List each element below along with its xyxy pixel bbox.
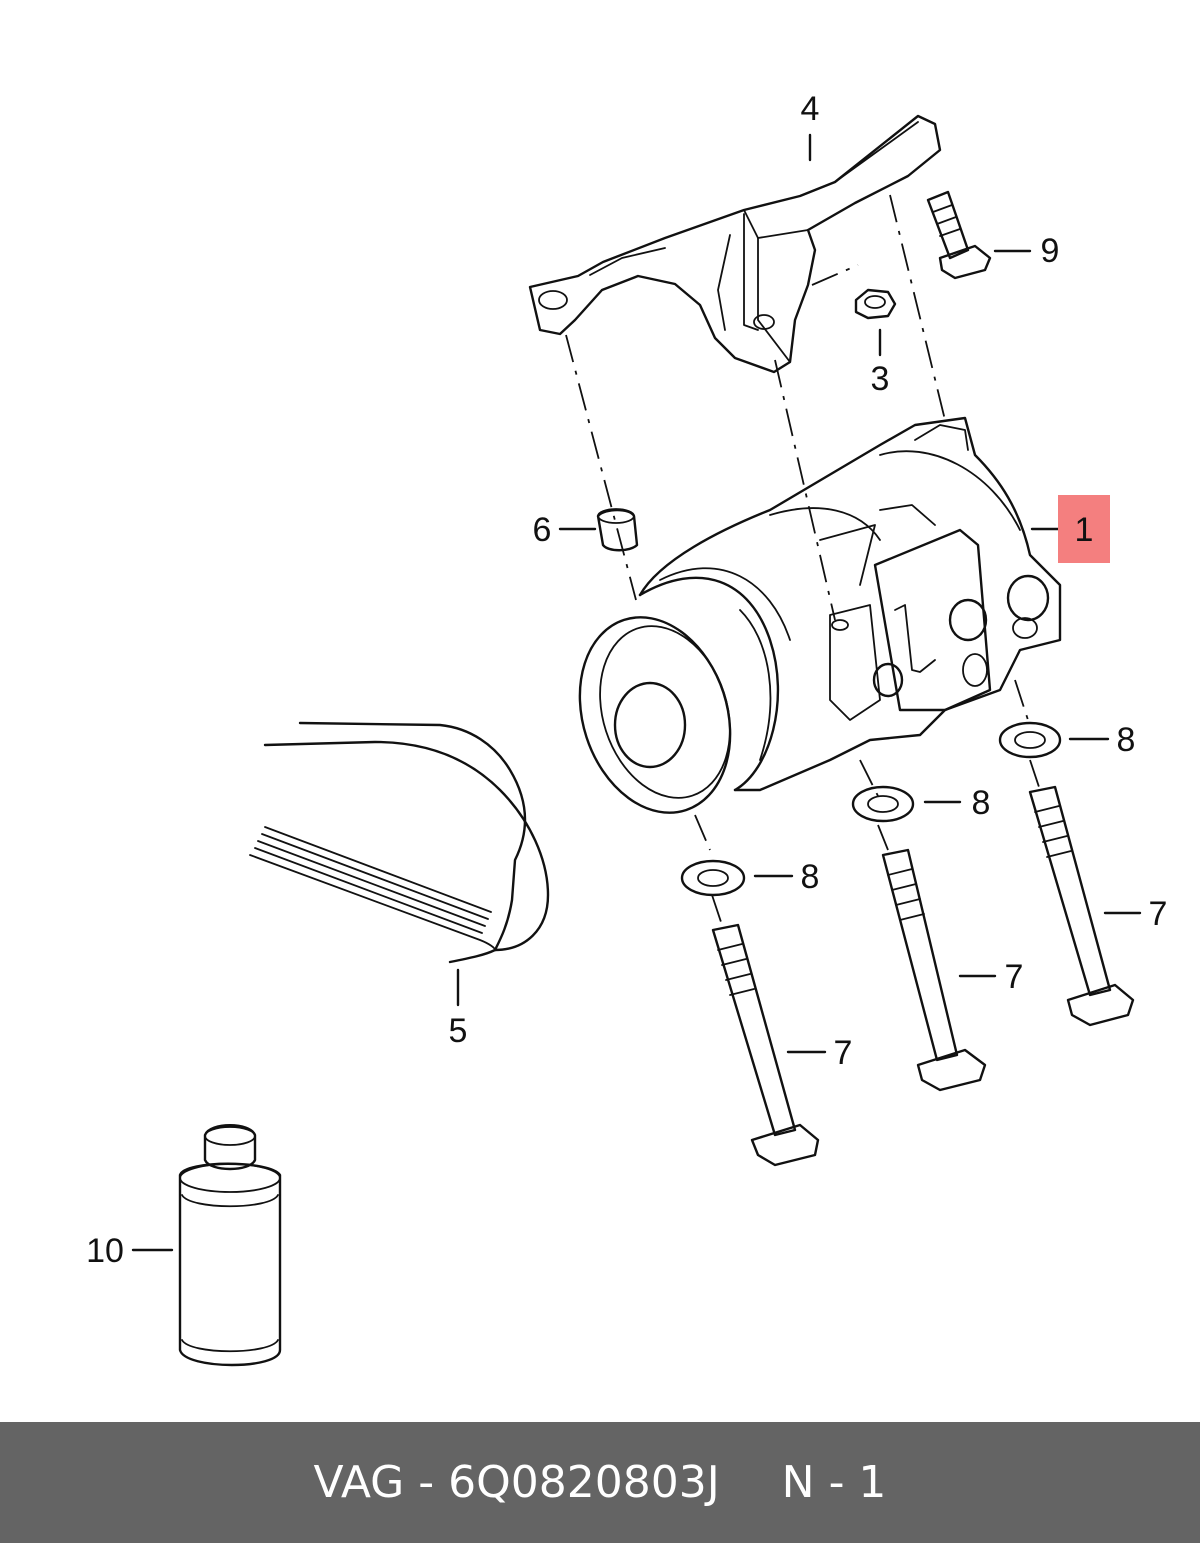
label-5: 5: [449, 1012, 468, 1050]
bolts-part-7: [711, 785, 1135, 1167]
parts-diagram: 4 9 3 6 1 8 8 8 7 7 7 5 10: [86, 90, 1167, 1367]
part-number-footer: VAG - 6Q0820803J N - 1: [0, 1422, 1200, 1543]
label-7a: 7: [1149, 895, 1168, 933]
leader-lines: [131, 133, 1142, 1252]
exploded-view-svg: 4 9 3 6 1 8 8 8 7 7 7 5 10: [86, 90, 1167, 1367]
label-3: 3: [871, 360, 890, 398]
label-6: 6: [533, 511, 552, 549]
label-1: 1: [1075, 511, 1094, 549]
assembly-lines: [565, 194, 1041, 926]
compressor-part-1: [578, 416, 1062, 814]
label-8c: 8: [801, 858, 820, 896]
bolt-part-9: [926, 190, 992, 280]
part-number-text: VAG - 6Q0820803J: [313, 1457, 720, 1508]
highlight-box: [1058, 495, 1110, 563]
container-part-10: [178, 1124, 282, 1367]
label-9: 9: [1041, 232, 1060, 270]
nut-part-3: [854, 288, 897, 320]
label-8a: 8: [1117, 721, 1136, 759]
position-number-text: N - 1: [781, 1457, 887, 1508]
label-8b: 8: [972, 784, 991, 822]
label-10: 10: [86, 1232, 124, 1270]
label-7c: 7: [834, 1034, 853, 1072]
sleeve-part-6: [596, 508, 639, 552]
bracket-part-4: [528, 114, 942, 374]
label-4: 4: [801, 90, 820, 128]
part-labels: 4 9 3 6 1 8 8 8 7 7 7 5 10: [86, 90, 1167, 1270]
belt-part-5: [249, 721, 550, 964]
label-7b: 7: [1005, 958, 1024, 996]
washers-part-8: [680, 721, 1062, 897]
